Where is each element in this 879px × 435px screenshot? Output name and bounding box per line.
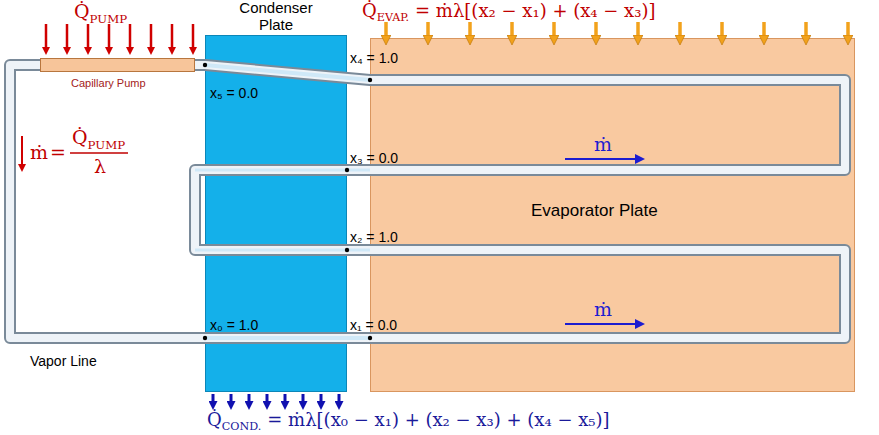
heat-arrow [192,24,195,51]
label-text: x₀ = 1.0 [210,317,258,333]
label-text: Q̇ [362,0,377,21]
flow-arrow [565,158,640,160]
heat-arrow [678,22,682,40]
quality-label: x₀ = 1.0 [210,314,258,336]
heat-arrow [87,24,90,51]
label-text: x₁ = 0.0 [350,317,397,333]
evaporator-heat-formula: Q̇EVAP. = ṁλ[(x₂ − x₁) + (x₄ − x₃)] [362,0,656,25]
line-label: Vapor Line [30,350,97,372]
quality-label: x₃ = 0.0 [350,147,398,169]
heat-arrow [762,22,766,40]
heat-arrow [108,24,111,51]
plate-label: Condenser Plate [226,0,326,33]
pump-heat-formula: Q̇PUMP [74,0,131,25]
heat-arrow [45,24,48,51]
subscript: PUMP [90,12,128,26]
flow-arrow [565,323,640,325]
heat-arrow [384,22,388,40]
label-text: x₅ = 0.0 [210,85,258,101]
heat-arrow [636,22,640,40]
label-text: ṁ [30,141,48,163]
plate-label: Capillary Pump [71,77,146,90]
heat-arrow [230,394,233,405]
heat-arrow [510,22,514,40]
subscript: EVAP. [377,11,409,24]
condenser-heat-arrows [213,394,339,405]
mass-flow-label: ṁ [594,133,612,155]
heat-arrow [594,22,598,40]
heat-arrow [804,22,808,40]
label-text: = ṁλ[(x₂ − x₁) + (x₄ − x₃)] [415,0,655,21]
label-text: Q̇ [72,126,88,148]
quality-label: x₁ = 0.0 [350,314,397,336]
condenser-heat-formula: Q̇COND. = ṁλ[(x₀ − x₁) + (x₂ − x₃) + (x₄ … [207,409,610,434]
quality-label: x₄ = 1.0 [350,47,398,69]
heat-arrow [284,394,287,405]
heat-arrow [468,22,472,40]
heat-arrow [338,394,341,405]
quality-point [203,63,372,340]
heat-arrow [552,22,556,40]
quality-label: x₅ = 0.0 [210,82,258,104]
fraction-denominator: λ [94,155,106,177]
heat-arrow [129,24,132,51]
pump-heat-arrows [46,24,193,51]
heat-arrow [212,394,215,405]
heat-arrow [846,22,850,40]
heat-arrow [66,24,69,51]
subscript: PUMP [88,138,126,152]
label-text: = ṁλ[(x₀ − x₁) + (x₂ − x₃) + (x₄ − x₅)] [267,409,609,430]
label-text: λ [94,155,106,177]
capillary-pump: Capillary Pump [40,58,195,72]
plate-label: Evaporator Plate [531,201,658,221]
fluid-tube [10,65,845,338]
quality-label: x₂ = 1.0 [350,226,398,248]
heat-arrow [150,24,153,51]
label-text: Q̇ [207,409,222,430]
subscript: COND. [222,420,262,433]
heat-arrow [320,394,323,405]
label-text: x₂ = 1.0 [350,229,398,245]
mass-flow-label: ṁ [594,298,612,320]
fraction-numerator: Q̇PUMP [72,126,129,151]
mass-flow-label: ṁ [30,141,48,163]
fraction-bar [70,152,128,154]
heat-arrow [248,394,251,405]
label-text: = [50,141,66,163]
heat-arrow [426,22,430,40]
label-text: ṁ [594,298,612,320]
heat-arrow [720,22,724,40]
heat-arrow [266,394,269,405]
label-text: x₃ = 0.0 [350,150,398,166]
label-text: Vapor Line [30,353,97,369]
label-text: x₄ = 1.0 [350,50,398,66]
equals-sign: = [50,141,66,163]
heat-arrow [302,394,305,405]
evaporator-heat-arrows [386,22,848,40]
flow-arrow [21,136,23,168]
label-text: Q̇ [74,0,90,22]
heat-arrow [171,24,174,51]
label-text: ṁ [594,133,612,155]
